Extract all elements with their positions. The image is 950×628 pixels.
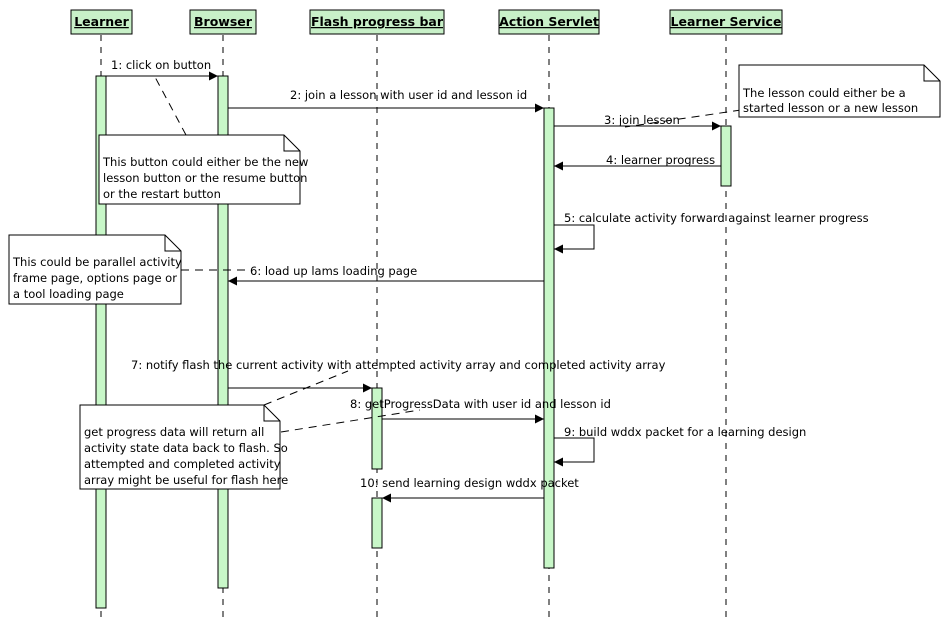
activation-servlet [543, 107, 555, 569]
message-5-label: 5: calculate activity forward against le… [564, 211, 869, 225]
note-button: This button could either be the new less… [98, 134, 308, 205]
activation-browser [217, 75, 229, 589]
activation-flash-1 [371, 387, 383, 470]
note-lesson: The lesson could either be a started les… [738, 64, 941, 118]
message-7-label: 7: notify flash the current activity wit… [131, 358, 666, 372]
note-parallel: This could be parallel activity frame pa… [8, 234, 182, 305]
participant-browser: Browser [189, 9, 257, 35]
message-3-label: 3: join lesson [604, 113, 680, 127]
note-parallel-line-3: a tool loading page [13, 287, 124, 301]
note-connector-button [154, 76, 187, 136]
participant-service: Learner Service [669, 9, 783, 35]
note-connector-progress-2 [280, 409, 421, 433]
messages [106, 71, 721, 503]
message-4-label: 4: learner progress [606, 153, 715, 167]
note-progress-line-1: get progress data will return all [84, 425, 264, 439]
participant-flash-label: Flash progress bar [311, 14, 444, 29]
message-9-arrow [554, 437, 595, 467]
note-button-line-2: lesson button or the resume button [103, 171, 307, 185]
message-6-label: 6: load up lams loading page [250, 264, 417, 278]
activation-bars [95, 75, 732, 609]
message-10-label: 10: send learning design wddx packet [360, 476, 579, 490]
note-lesson-line-2: started lesson or a new lesson [743, 101, 918, 115]
participant-learner-label: Learner [74, 14, 129, 29]
note-progress: get progress data will return all activi… [79, 404, 288, 490]
note-button-line-1: This button could either be the new [102, 155, 308, 169]
note-button-line-3: or the restart button [103, 187, 221, 201]
note-lesson-line-1: The lesson could either be a [742, 86, 906, 100]
note-parallel-line-1: This could be parallel activity [12, 255, 182, 269]
participant-servlet: Action Servlet [498, 9, 600, 35]
message-9-label: 9: build wddx packet for a learning desi… [564, 425, 806, 439]
participant-flash: Flash progress bar [309, 9, 445, 35]
participant-servlet-label: Action Servlet [499, 14, 599, 29]
note-progress-line-2: activity state data back to flash. So [84, 441, 288, 455]
message-5-arrow [554, 224, 595, 254]
participant-browser-label: Browser [194, 14, 253, 29]
note-progress-line-4: array might be useful for flash here [84, 473, 288, 487]
note-progress-line-3: attempted and completed activity [84, 457, 281, 471]
note-connector-progress-1 [263, 370, 349, 406]
activation-service [720, 125, 732, 187]
participant-service-label: Learner Service [671, 14, 782, 29]
message-2-label: 2: join a lesson with user id and lesson… [290, 88, 527, 102]
note-connectors [154, 76, 742, 433]
activation-flash-2 [371, 497, 383, 549]
message-labels: 1: click on button 2: join a lesson with… [111, 58, 869, 490]
note-connector-lesson [624, 109, 742, 128]
participant-learner: Learner [70, 9, 133, 35]
message-8-label: 8: getProgressData with user id and less… [350, 397, 611, 411]
activation-learner [95, 75, 107, 609]
note-parallel-line-2: frame page, options page or [13, 271, 177, 285]
message-1-label: 1: click on button [111, 58, 211, 72]
